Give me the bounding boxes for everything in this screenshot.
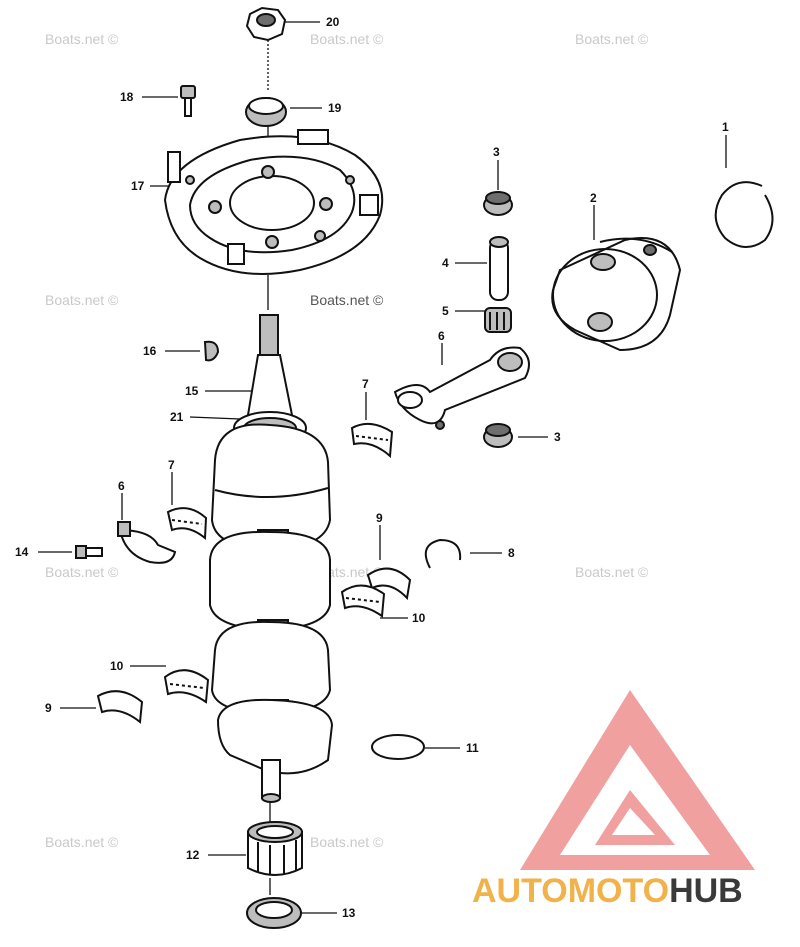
callout-8: 8 [508, 546, 515, 560]
cap-screw-part [75, 545, 103, 559]
callout-21: 21 [170, 410, 184, 424]
callout-7-left: 7 [168, 458, 175, 472]
bearing-race-lower-left-part [96, 690, 144, 724]
crankshaft-part [209, 314, 334, 803]
needle-cage-part [484, 307, 512, 333]
watermark-text: Boats.net © [310, 834, 384, 850]
watermark-text: Boats.net © [45, 31, 119, 47]
callout-6: 6 [438, 329, 445, 343]
bearing-half-left-part [166, 507, 208, 541]
brand-wordmark-part2: HUB [669, 872, 743, 910]
needle-bearing-lower-part [483, 423, 513, 448]
brand-logo: AUTOMOTOHUB [472, 690, 755, 910]
retaining-ring-upper-part [424, 538, 462, 569]
callout-9-left: 9 [45, 701, 52, 715]
callout-6-left: 6 [118, 479, 125, 493]
needle-bearing-upper-part [483, 191, 513, 216]
callout-13: 13 [342, 906, 356, 920]
callout-7: 7 [362, 377, 369, 391]
bearing-cage-lower-left-part [163, 669, 210, 704]
callout-15: 15 [185, 384, 199, 398]
connecting-rod-part [393, 346, 530, 430]
roller-bearing-part [247, 821, 303, 876]
piston-part [551, 237, 682, 352]
callout-18: 18 [120, 90, 134, 104]
callout-10-left: 10 [110, 659, 124, 673]
bearing-cage-upper-right-part [340, 584, 386, 618]
callout-14: 14 [15, 545, 29, 559]
logo-triangle-center [612, 808, 655, 835]
screw-part [180, 85, 196, 117]
callout-3-lower: 3 [554, 430, 561, 444]
seal-part [245, 97, 287, 127]
callout-10: 10 [412, 611, 426, 625]
bearing-half-upper-part [350, 422, 394, 459]
watermark-text: Boats.net © [575, 564, 649, 580]
bearing-race-upper-right-part [366, 567, 412, 601]
woodruff-key-part [203, 340, 220, 362]
callout-12: 12 [186, 848, 200, 862]
lower-seal-part [246, 897, 302, 929]
watermark-text: Boats.net © [310, 31, 384, 47]
callout-1: 1 [722, 120, 729, 134]
watermark-text: Boats.net © [310, 292, 384, 308]
callout-17: 17 [131, 179, 145, 193]
callout-16: 16 [143, 344, 157, 358]
callout-20: 20 [326, 15, 340, 29]
watermark-text: Boats.net © [575, 31, 649, 47]
retaining-ring-lower-part [371, 734, 425, 760]
brand-wordmark: AUTOMOTOHUB [472, 872, 743, 910]
piston-ring-part [714, 181, 774, 248]
callout-2: 2 [590, 191, 597, 205]
watermark-text: Boats.net © [45, 564, 119, 580]
rod-cap-part [117, 521, 177, 564]
callout-5: 5 [442, 304, 449, 318]
callout-labels: 20 18 19 1 3 17 2 4 5 6 16 15 7 21 3 7 6… [15, 15, 729, 920]
callout-11: 11 [466, 741, 479, 755]
leader-lines [38, 21, 727, 914]
callout-4: 4 [442, 256, 449, 270]
watermark-text: Boats.net © [45, 834, 119, 850]
callout-9: 9 [376, 511, 383, 525]
callout-3: 3 [493, 145, 500, 159]
callout-19: 19 [328, 101, 342, 115]
nut-part [245, 6, 287, 42]
bearing-housing-part [163, 129, 384, 275]
piston-pin-part [489, 236, 509, 301]
watermark-text: Boats.net © [45, 292, 119, 308]
brand-wordmark-part1: AUTOMOTO [472, 872, 669, 910]
